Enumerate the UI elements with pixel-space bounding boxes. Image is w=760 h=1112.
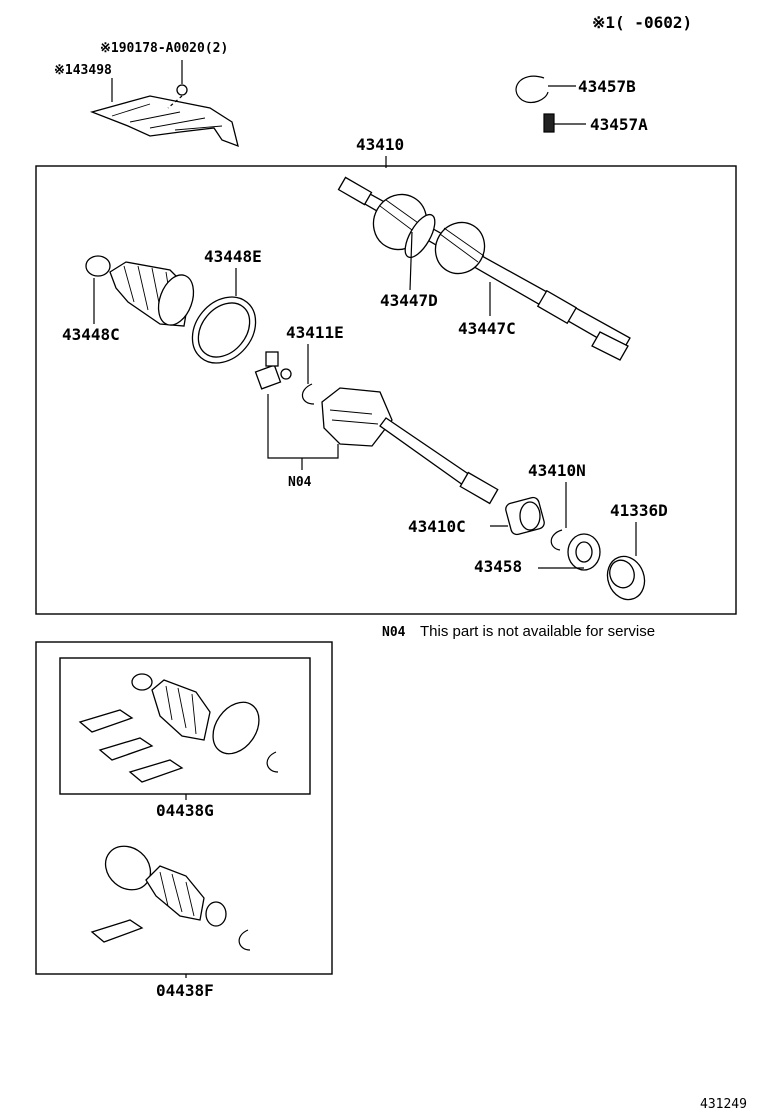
- label-43457B: 43457B: [578, 77, 636, 96]
- inner-housing-illustration: [321, 387, 499, 505]
- dust-cover-illustration: [606, 555, 646, 601]
- label-43410: 43410: [356, 135, 404, 154]
- label-43448C: 43448C: [62, 325, 120, 344]
- cover-plate-illustration: [89, 60, 239, 148]
- label-43448E: 43448E: [204, 247, 262, 266]
- snap-ring-small-illustration: [301, 383, 315, 405]
- kit-04438G-illustration: [78, 673, 279, 783]
- label-190178: ※190178-A0020(2): [100, 41, 228, 56]
- bearing-illustration: [505, 496, 545, 536]
- note-code: N04: [382, 625, 406, 640]
- kit-frame: [35, 641, 333, 975]
- main-assembly-frame: [35, 165, 737, 615]
- bolt-illustration: [543, 113, 586, 133]
- label-43410C: 43410C: [408, 517, 466, 536]
- label-41336D: 41336D: [610, 501, 668, 520]
- snap-ring-43410N-illustration: [550, 529, 563, 551]
- note-text: This part is not available for servise: [420, 623, 655, 640]
- label-143498: ※143498: [54, 63, 112, 78]
- label-04438F: 04438F: [156, 981, 214, 1000]
- tripod-joint-illustration: [254, 351, 292, 390]
- label-04438G: 04438G: [156, 801, 214, 820]
- label-43447C: 43447C: [458, 319, 516, 338]
- kit-04438G-frame: [59, 657, 311, 795]
- leader-43447D: [409, 231, 413, 291]
- n04-bracket: [267, 394, 339, 459]
- label-43410N: 43410N: [528, 461, 586, 480]
- kit-04438F-illustration: [90, 845, 251, 951]
- applicability-note: ※1( -0602): [592, 13, 692, 32]
- drive-shaft-outer-illustration: [337, 176, 631, 361]
- label-43411E: 43411E: [286, 323, 344, 342]
- label-43447D: 43447D: [380, 291, 438, 310]
- label-43458: 43458: [474, 557, 522, 576]
- label-43457A: 43457A: [590, 115, 648, 134]
- figure-number: 431249: [700, 1097, 747, 1112]
- band-clamp-illustration: [191, 296, 257, 364]
- snap-ring-illustration: [515, 75, 576, 104]
- label-N04: N04: [288, 475, 312, 490]
- boot-illustration: [85, 255, 195, 327]
- seal-illustration: [567, 533, 601, 571]
